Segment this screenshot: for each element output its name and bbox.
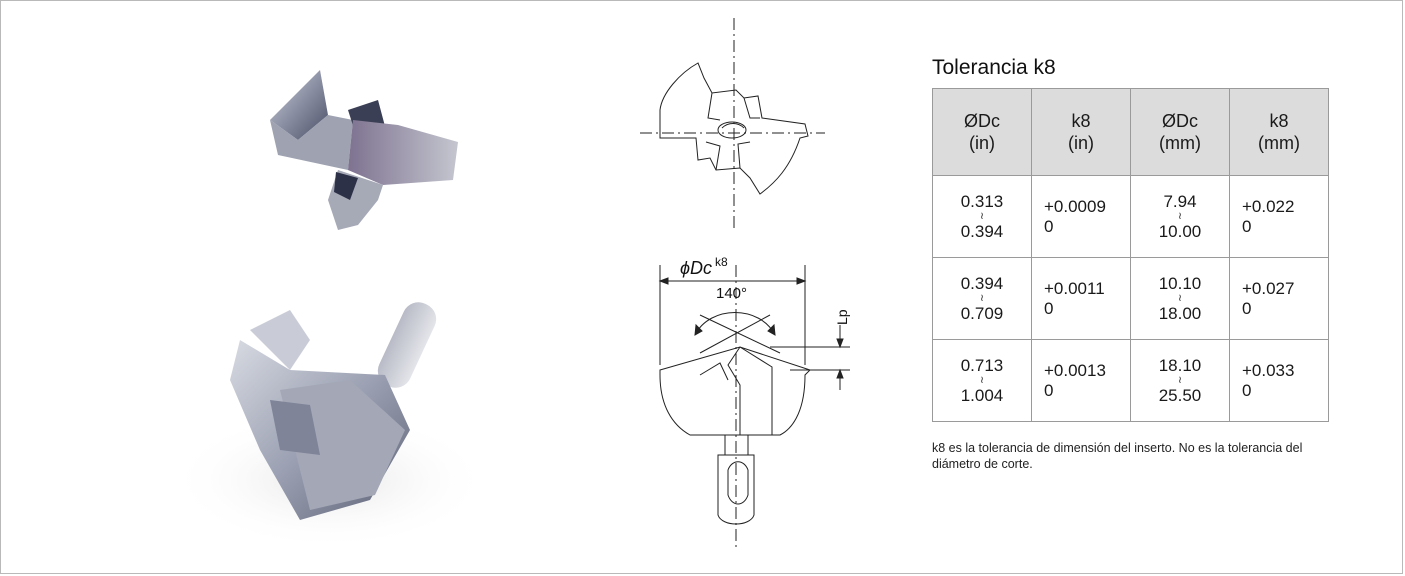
table-header-row: ØDc(in) k8(in) ØDc(mm) k8(mm)	[932, 88, 1329, 176]
point-length-label: Lp	[834, 309, 850, 325]
cell-dc-mm-range: 10.10≀18.00	[1130, 257, 1230, 340]
header-k8-mm: k8(mm)	[1229, 88, 1329, 176]
insert-photo-bottom	[170, 302, 490, 550]
cell-dc-mm-range: 18.10≀25.50	[1130, 339, 1230, 422]
cell-dc-in-range: 0.713≀1.004	[932, 339, 1032, 422]
cell-dc-in-range: 0.394≀0.709	[932, 257, 1032, 340]
cell-dc-in-range: 0.313≀0.394	[932, 175, 1032, 258]
insert-drawing-side-view	[658, 265, 850, 550]
header-dc-mm: ØDc(mm)	[1130, 88, 1230, 176]
table-title: Tolerancia k8	[932, 56, 1056, 79]
header-dc-in: ØDc(in)	[932, 88, 1032, 176]
insert-photo-top	[270, 70, 458, 230]
table-footnote: k8 es la tolerancia de dimensión del ins…	[932, 441, 1303, 471]
point-angle-label: 140°	[716, 285, 748, 302]
insert-drawing-top-view	[640, 18, 825, 228]
tolerance-table: ØDc(in) k8(in) ØDc(mm) k8(mm) 0.313≀0.39…	[932, 88, 1329, 422]
cell-dc-mm-range: 7.94≀10.00	[1130, 175, 1230, 258]
header-k8-in: k8(in)	[1031, 88, 1131, 176]
